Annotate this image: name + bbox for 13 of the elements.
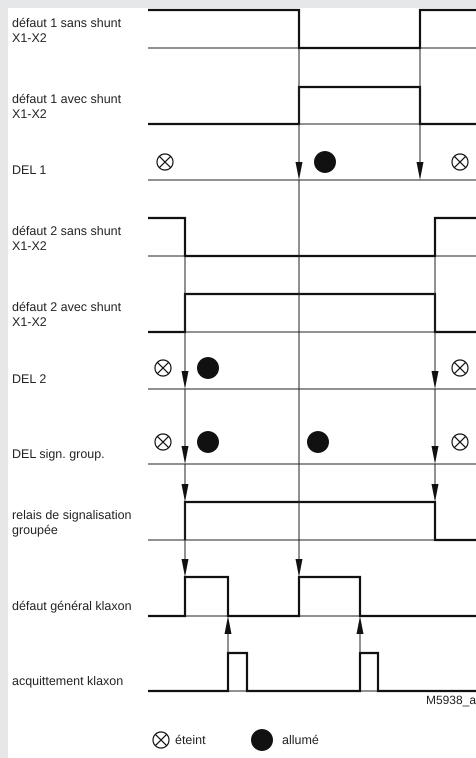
signal-label: DEL 2: [12, 372, 48, 387]
legend-label: éteint: [175, 732, 206, 748]
signal-label: défaut 1 sans shunt X1-X2: [12, 16, 122, 46]
signal-label: défaut 2 avec shunt X1-X2: [12, 300, 122, 330]
signal-label: DEL 1: [12, 163, 48, 178]
signal-label: défaut 1 avec shunt X1-X2: [12, 92, 122, 122]
signal-label: défaut général klaxon: [12, 599, 133, 614]
signal-label: défaut 2 sans shunt X1-X2: [12, 224, 122, 254]
figure-code: M5938_a: [426, 693, 476, 708]
legend-label: allumé: [282, 732, 319, 748]
signal-label: DEL sign. group.: [12, 447, 106, 462]
signal-label: acquittement klaxon: [12, 674, 124, 689]
signal-label: relais de signalisation groupée: [12, 508, 133, 538]
